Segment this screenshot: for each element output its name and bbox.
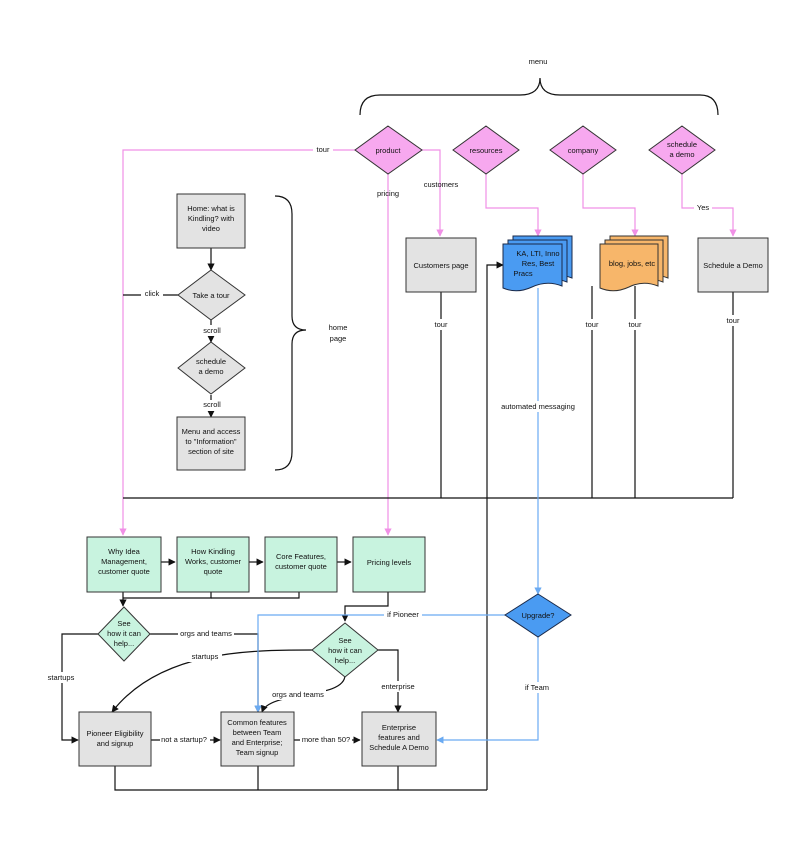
svg-text:Res, Best: Res, Best [522, 259, 555, 268]
svg-text:Management,: Management, [101, 557, 147, 566]
menu-label: menu [529, 57, 548, 66]
svg-text:Why Idea: Why Idea [108, 547, 141, 556]
svg-text:Common features: Common features [227, 718, 287, 727]
svg-text:KA, LTI, Inno: KA, LTI, Inno [516, 249, 559, 258]
svg-text:help...: help... [114, 639, 134, 648]
edge-label-not-startup: not a startup? [161, 735, 207, 744]
edge-label-more-than-50: more than 50? [302, 735, 350, 744]
edge-label-tour-blog: tour [629, 320, 642, 329]
edge-label-scroll-1: scroll [203, 326, 221, 335]
svg-text:blog, jobs, etc: blog, jobs, etc [609, 259, 656, 268]
node-upgrade[interactable]: Upgrade? [504, 593, 572, 638]
node-see-help-2[interactable]: See how it can help... [311, 622, 379, 678]
svg-text:and Enterprise;: and Enterprise; [232, 738, 283, 747]
svg-text:features and: features and [378, 733, 420, 742]
svg-text:Pracs: Pracs [513, 269, 532, 278]
svg-text:Home: what is: Home: what is [187, 204, 235, 213]
node-customers-page[interactable]: Customers page [405, 237, 477, 293]
svg-text:a demo: a demo [198, 367, 223, 376]
edge-label-enterprise: enterprise [381, 682, 414, 691]
svg-text:Take a tour: Take a tour [192, 291, 230, 300]
edge-label-startups-2: startups [192, 652, 219, 661]
svg-text:how it can: how it can [328, 646, 362, 655]
node-company[interactable]: company [549, 125, 617, 175]
svg-text:video: video [202, 224, 220, 233]
node-schedule-demo-menu[interactable]: schedule a demo [648, 125, 716, 175]
menu-brace [359, 77, 719, 116]
node-take-tour[interactable]: Take a tour [177, 269, 246, 321]
svg-text:See: See [338, 636, 351, 645]
node-see-help-1[interactable]: See how it can help... [97, 606, 151, 662]
svg-text:product: product [375, 146, 401, 155]
svg-text:Pricing levels: Pricing levels [367, 558, 411, 567]
edge-label-tour-resources: tour [586, 320, 599, 329]
edge-label-orgs-teams-1: orgs and teams [180, 629, 232, 638]
node-blog[interactable]: blog, jobs, etc [599, 235, 669, 292]
node-resources[interactable]: resources [452, 125, 520, 175]
node-pioneer[interactable]: Pioneer Eligibility and signup [78, 711, 152, 767]
node-enterprise[interactable]: Enterprise features and Schedule A Demo [361, 711, 437, 767]
node-why-idea[interactable]: Why Idea Management, customer quote [86, 536, 162, 593]
edge-label-orgs-teams-2: orgs and teams [272, 690, 324, 699]
svg-text:and signup: and signup [97, 739, 134, 748]
edge-label-automated-messaging: automated messaging [501, 402, 575, 411]
home-page-label-2: page [330, 334, 347, 343]
node-menu-access[interactable]: Menu and access to "Information" section… [176, 416, 246, 471]
edge-customers [422, 149, 444, 237]
edge-label-click: click [145, 289, 160, 298]
node-pricing-levels[interactable]: Pricing levels [352, 536, 426, 593]
edge-company [582, 172, 639, 237]
svg-text:resources: resources [470, 146, 503, 155]
svg-text:company: company [568, 146, 599, 155]
svg-text:Upgrade?: Upgrade? [522, 611, 555, 620]
edge-tour-product [119, 149, 355, 536]
home-page-label: home [329, 323, 348, 332]
svg-text:Menu and access: Menu and access [182, 427, 241, 436]
svg-text:Enterprise: Enterprise [382, 723, 416, 732]
node-resources-doc[interactable]: KA, LTI, Inno Res, Best Pracs [502, 235, 573, 292]
svg-text:How Kindling: How Kindling [191, 547, 235, 556]
svg-text:Kindling? with: Kindling? with [188, 214, 234, 223]
svg-text:Schedule A Demo: Schedule A Demo [369, 743, 429, 752]
svg-text:Customers page: Customers page [413, 261, 468, 270]
node-how-kindling[interactable]: How Kindling Works, customer quote [176, 536, 250, 593]
svg-text:between Team: between Team [233, 728, 282, 737]
edge-label-customers: customers [424, 180, 459, 189]
svg-text:customer quote: customer quote [98, 567, 150, 576]
svg-text:Team signup: Team signup [236, 748, 279, 757]
node-core-features[interactable]: Core Features, customer quote [264, 536, 338, 593]
edge-label-tour-schedule: tour [727, 316, 740, 325]
svg-text:Schedule a Demo: Schedule a Demo [703, 261, 763, 270]
edge-label-tour-customers: tour [435, 320, 448, 329]
node-schedule-demo-home[interactable]: schedule a demo [177, 341, 246, 395]
edge-label-tour-top: tour [317, 145, 330, 154]
svg-text:schedule: schedule [196, 357, 226, 366]
edge-label-yes: Yes [697, 203, 709, 212]
svg-text:Core Features,: Core Features, [276, 552, 326, 561]
svg-text:section of site: section of site [188, 447, 234, 456]
svg-text:Pioneer Eligibility: Pioneer Eligibility [86, 729, 143, 738]
node-schedule-demo-page[interactable]: Schedule a Demo [697, 237, 769, 293]
edge-resources [485, 172, 542, 237]
node-product[interactable]: product [354, 125, 423, 175]
home-page-brace [274, 195, 307, 471]
node-common-features[interactable]: Common features between Team and Enterpr… [220, 711, 295, 767]
edge-label-startups-1: startups [48, 673, 75, 682]
svg-text:how it can: how it can [107, 629, 141, 638]
svg-text:schedule: schedule [667, 140, 697, 149]
svg-text:customer quote: customer quote [275, 562, 327, 571]
edge-label-pricing: pricing [377, 189, 399, 198]
svg-text:a demo: a demo [669, 150, 694, 159]
edge-label-if-pioneer: if Pioneer [387, 610, 419, 619]
svg-text:See: See [117, 619, 130, 628]
blue-edges [254, 288, 542, 744]
edge-label-scroll-2: scroll [203, 400, 221, 409]
svg-text:Works, customer: Works, customer [185, 557, 242, 566]
edge-label-if-team: if Team [525, 683, 549, 692]
svg-text:help...: help... [335, 656, 355, 665]
svg-text:quote: quote [204, 567, 223, 576]
svg-text:to "Information": to "Information" [185, 437, 237, 446]
node-home[interactable]: Home: what is Kindling? with video [176, 193, 246, 249]
